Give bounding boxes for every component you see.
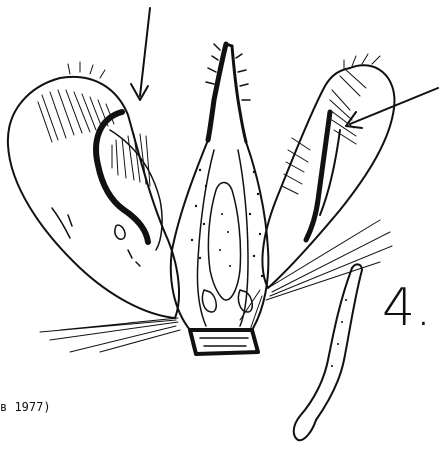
caption-fragment: в 1977) — [0, 400, 51, 414]
figure-number-label: 4. — [382, 282, 432, 334]
arrow-left — [131, 8, 150, 100]
right-valve — [240, 54, 394, 330]
saccus-base — [190, 330, 258, 354]
stipple-dots — [191, 169, 263, 277]
left-valve — [8, 62, 180, 352]
detached-aedeagus — [294, 264, 362, 440]
central-uncus — [206, 44, 250, 142]
central-structure — [171, 140, 269, 330]
